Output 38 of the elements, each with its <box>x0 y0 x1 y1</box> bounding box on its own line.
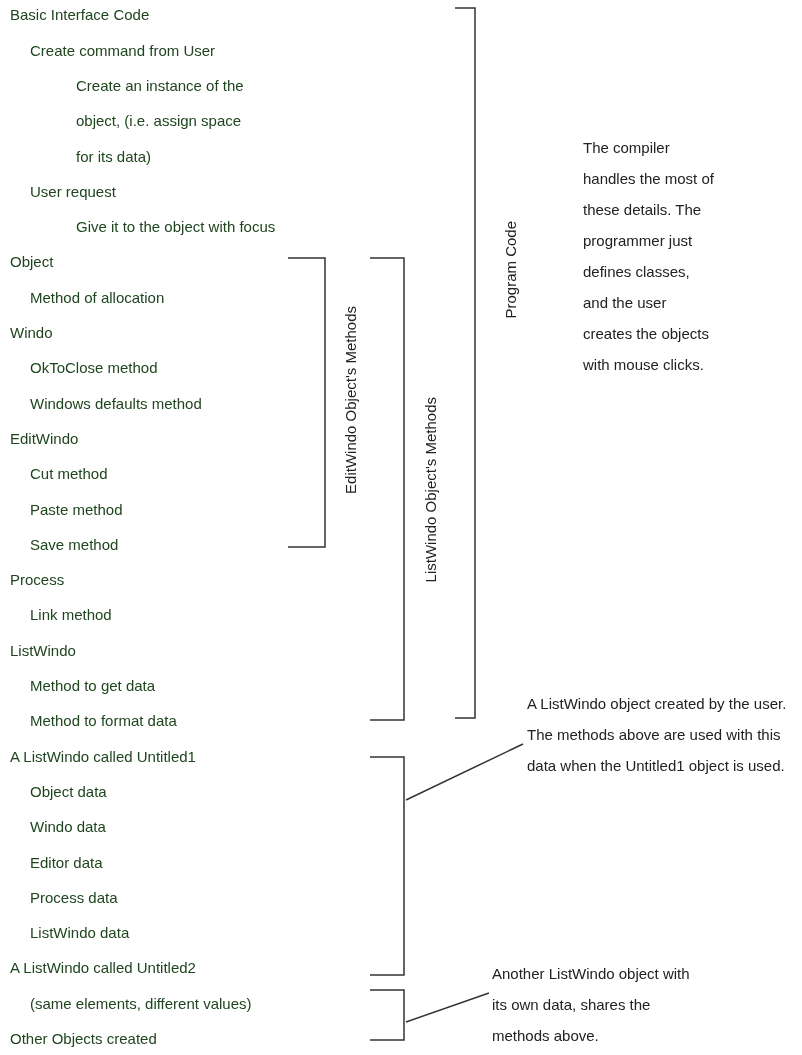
item-text: Paste method <box>30 499 123 520</box>
item-text: Windo data <box>30 817 106 838</box>
heading-text: A ListWindo called Untitled2 <box>10 958 196 979</box>
heading-text: Other Objects created <box>10 1029 157 1050</box>
item-text: Create command from User <box>30 40 216 61</box>
item-text: Editor data <box>30 852 103 873</box>
bracket <box>369 756 405 976</box>
item-text: ListWindo data <box>30 923 130 944</box>
item-text: User request <box>30 181 116 202</box>
item-text: Cut method <box>30 464 108 485</box>
heading-text: ListWindo <box>10 640 76 661</box>
heading-text: Windo <box>10 323 53 344</box>
leader-line <box>405 992 490 1023</box>
heading-text: Basic Interface Code <box>10 5 150 26</box>
bracket-label: EditWindo Object's Methods <box>341 306 359 494</box>
bracket-label: Program Code <box>501 221 519 319</box>
item-text: Process data <box>30 887 118 908</box>
note-text: The compiler handles the most of these details. The programmer just defines classes, and the user creates the objects with mouse clicks. <box>583 138 715 375</box>
item-text: Link method <box>30 605 112 626</box>
bracket <box>369 989 405 1041</box>
item-text: Save method <box>30 534 119 555</box>
item-text: Give it to the object with focus <box>76 217 276 238</box>
item-text: Method to get data <box>30 676 156 697</box>
item-text: Create an instance of the object, (i.e. assign space for its data) <box>76 75 245 167</box>
heading-text: Process <box>10 570 65 591</box>
item-text: Method of allocation <box>30 287 165 308</box>
annotation-text: A ListWindo object created by the user. The methods above are used with this data when the Untitled1 object is used. <box>527 688 802 781</box>
annotation-text: Another ListWindo object with its own data, shares the methods above. <box>492 958 707 1051</box>
item-text: OkToClose method <box>30 358 158 379</box>
item-text: Object data <box>30 781 107 802</box>
item-text: (same elements, different values) <box>30 993 252 1014</box>
heading-text: A ListWindo called Untitled1 <box>10 746 196 767</box>
heading-text: EditWindo <box>10 428 79 449</box>
item-text: Method to format data <box>30 711 177 732</box>
heading-text: Object <box>10 252 54 273</box>
bracket-label: ListWindo Object's Methods <box>421 397 439 583</box>
leader-line <box>405 743 524 801</box>
item-text: Windows defaults method <box>30 393 202 414</box>
